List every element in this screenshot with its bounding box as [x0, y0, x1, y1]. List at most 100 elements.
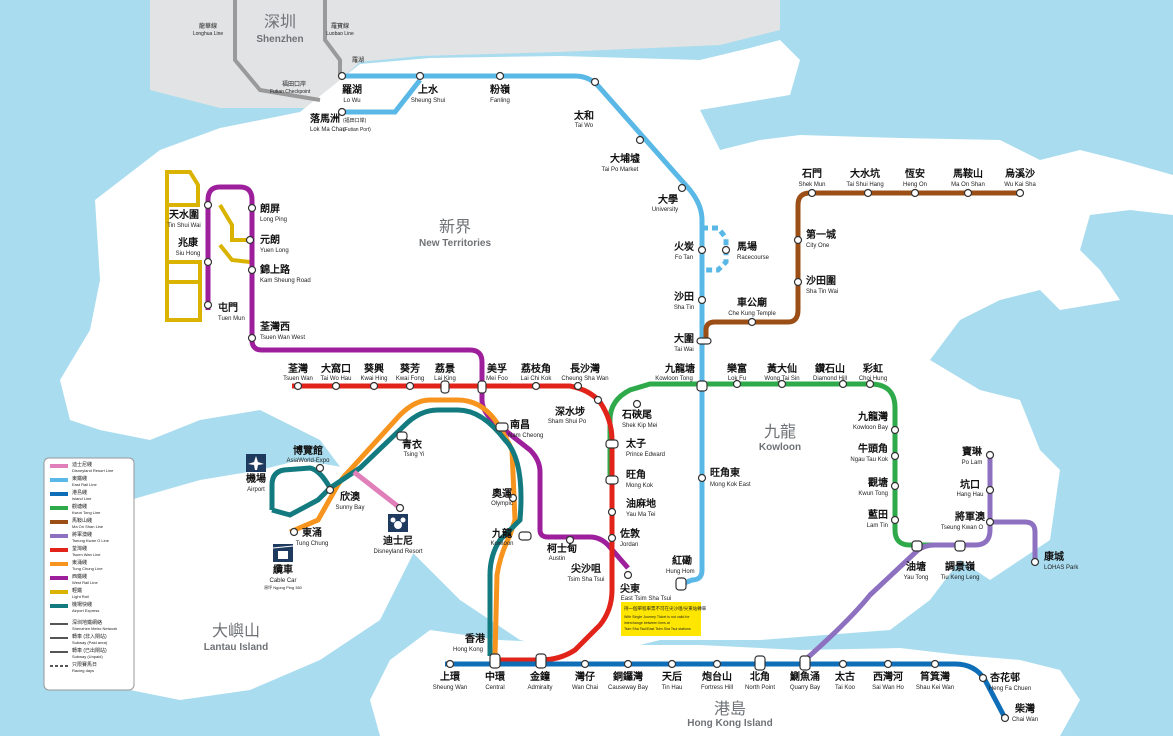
- station-prince-edward-en: Prince Edward: [626, 452, 665, 458]
- station-mong-kok-east-en: Mong Kok East: [710, 482, 751, 488]
- station-olympic-en: Olympic: [491, 501, 513, 507]
- station-kowloon-bay-zh: 九龍灣: [857, 410, 888, 423]
- legend-label-en: Tseung Kwan O Line: [72, 538, 110, 543]
- station-lok-ma-chau-en-sub: (Futian Port): [343, 127, 371, 133]
- station-ngau-tau-kok-en: Ngau Tau Kok: [850, 457, 889, 463]
- station-shek-kip-mei-en: Shek Kip Mei: [622, 423, 657, 429]
- station-kowloon-bay-en: Kowloon Bay: [853, 425, 888, 431]
- station-heng-on-en: Heng On: [903, 182, 927, 188]
- station-tin-hau-zh: 天后: [662, 670, 682, 683]
- kwun-tong-line: [607, 381, 960, 548]
- station-tsim-sha-tsui-zh: 尖沙咀: [571, 562, 601, 575]
- station-prince-edward-zh: 太子: [625, 437, 646, 450]
- station-austin-en: Austin: [549, 556, 566, 562]
- station-kwai-fong-zh: 葵芳: [400, 362, 420, 375]
- station-tai-wo-hau-zh: 大窩口: [321, 362, 351, 375]
- cable-car-icon: [272, 544, 294, 562]
- station-shau-kei-wan-en: Shau Kei Wan: [916, 685, 954, 691]
- station-tiu-keng-leng-zh: 調景嶺: [945, 560, 976, 573]
- station-hang-hau-en: Hang Hau: [956, 492, 983, 498]
- station-lohas-park-en: LOHAS Park: [1044, 565, 1079, 571]
- station-racecourse-en: Racecourse: [737, 255, 770, 261]
- legend-other-zh: 轉車 (已出閘站): [72, 647, 107, 654]
- station-fo-tan-zh: 火炭: [674, 240, 694, 253]
- station-racecourse-zh: 馬場: [737, 240, 757, 253]
- station-sha-tin-wai-en: Sha Tin Wai: [806, 289, 838, 295]
- legend-other-zh: 深圳地鐵網絡: [72, 619, 102, 626]
- station-lai-king-zh: 荔景: [434, 362, 455, 375]
- station-causeway-bay-en: Causeway Bay: [608, 685, 648, 691]
- station-causeway-bay-zh: 銅鑼灣: [613, 670, 643, 683]
- station-sunny-bay-en: Sunny Bay: [335, 505, 364, 511]
- station-lai-chi-kok-zh: 荔枝角: [520, 362, 551, 375]
- legend-label-en: Tung Chung Line: [72, 566, 103, 571]
- station-sheung-shui-en: Sheung Shui: [411, 98, 445, 104]
- station-tsing-yi-en: Tsing Yi: [404, 452, 425, 458]
- legend-label-en: Tsuen Wan Line: [72, 552, 101, 557]
- notice-en1: With Single Journey Ticket is not valid …: [624, 615, 690, 619]
- station-labels: 羅湖 Lo Wu 落馬洲 (福田口岸) Lok Ma Chau (Futian …: [167, 83, 1079, 723]
- station-wan-chai-en: Wan Chai: [572, 685, 598, 691]
- station-hong-kong-en: Hong Kong: [453, 647, 483, 653]
- station-cable-car-sub: 昂坪 Ngong Ping 360: [264, 584, 303, 590]
- station-long-ping-en: Long Ping: [260, 217, 287, 223]
- region-lantau-zh: 大嶼山: [212, 621, 260, 640]
- station-sheung-wan-en: Sheung Wan: [433, 685, 467, 691]
- station-tin-hau-en: Tin Hau: [662, 685, 683, 691]
- station-lam-tin-zh: 藍田: [868, 508, 888, 521]
- station-luohu-zh: 羅湖: [352, 56, 364, 64]
- station-lok-fu-zh: 樂富: [727, 362, 747, 375]
- station-city-one-zh: 第一城: [806, 228, 836, 241]
- legend-label-zh: 觀塘綫: [72, 503, 87, 510]
- station-austin-zh: 柯士甸: [547, 542, 577, 555]
- station-longhua-zh: 龍華線: [199, 22, 217, 30]
- station-east-tsim-sha-tsui-en: East Tsim Sha Tsui: [621, 596, 671, 602]
- station-luobao-zh: 羅寶線: [331, 22, 349, 30]
- station-north-point-en: North Point: [745, 685, 775, 691]
- station-asiaworld-zh: 博覽館: [293, 444, 323, 457]
- station-tuen-mun-zh: 屯門: [218, 301, 238, 314]
- station-diamond-hill-en: Diamond Hill: [813, 376, 847, 382]
- station-wan-chai-zh: 灣仔: [575, 670, 595, 683]
- station-che-kung-temple-en: Che Kung Temple: [728, 311, 776, 317]
- station-fanling-zh: 粉嶺: [490, 83, 511, 96]
- tseung-kwan-o-line: [803, 455, 1038, 662]
- station-tai-po-market-zh: 大埔墟: [610, 152, 640, 165]
- station-cable-car-en: Cable Car: [269, 578, 296, 584]
- station-tai-wai-zh: 大圍: [674, 332, 694, 345]
- legend-label-zh: 東鐵綫: [72, 475, 87, 482]
- station-heng-fa-chuen-zh: 杏花邨: [989, 671, 1020, 684]
- station-kowloon-tong-zh: 九龍塘: [664, 362, 695, 375]
- legend-label-zh: 荃灣綫: [72, 545, 87, 552]
- disneyland-icon: [388, 514, 408, 532]
- legend-label-en: East Rail Line: [72, 482, 97, 487]
- station-central-zh: 中環: [485, 670, 506, 683]
- station-yuen-long-en: Yuen Long: [260, 248, 289, 254]
- station-airport-zh: 機場: [246, 472, 266, 485]
- station-ma-on-shan-en: Ma On Shan: [951, 182, 985, 188]
- station-kwun-tong-en: Kwun Tong: [858, 491, 888, 497]
- region-shenzhen-zh: 深圳: [264, 12, 296, 31]
- legend-label-zh: 迪士尼綫: [72, 461, 92, 468]
- legend-label-en: Disneyland Resort Line: [72, 468, 114, 473]
- station-quarry-bay-en: Quarry Bay: [790, 685, 820, 691]
- station-cheung-sha-wan-zh: 長沙灣: [570, 362, 600, 375]
- station-kwai-hing-zh: 葵興: [364, 362, 384, 375]
- station-shek-mun-en: Shek Mun: [798, 182, 825, 188]
- notice-en2: interchange between lines at: [624, 621, 670, 625]
- station-mei-foo-en: Mei Foo: [486, 376, 508, 382]
- station-futian-zh: 福田口岸: [282, 80, 306, 88]
- airplane-icon: [246, 454, 266, 472]
- legend-other-zh: 轉車 (非入閘站): [72, 633, 107, 640]
- station-city-one-en: City One: [806, 243, 830, 249]
- station-quarry-bay-zh: 鰂魚涌: [789, 670, 820, 683]
- station-heng-fa-chuen-en: Heng Fa Chuen: [989, 686, 1031, 692]
- station-tai-wo-en: Tai Wo: [575, 123, 594, 129]
- station-mei-foo-zh: 美孚: [487, 362, 507, 375]
- station-ngau-tau-kok-zh: 牛頭角: [858, 442, 888, 455]
- station-tin-shui-wai-zh: 天水圍: [169, 208, 199, 221]
- station-admiralty-en: Admiralty: [527, 685, 552, 691]
- tung-chung-line: [289, 397, 518, 657]
